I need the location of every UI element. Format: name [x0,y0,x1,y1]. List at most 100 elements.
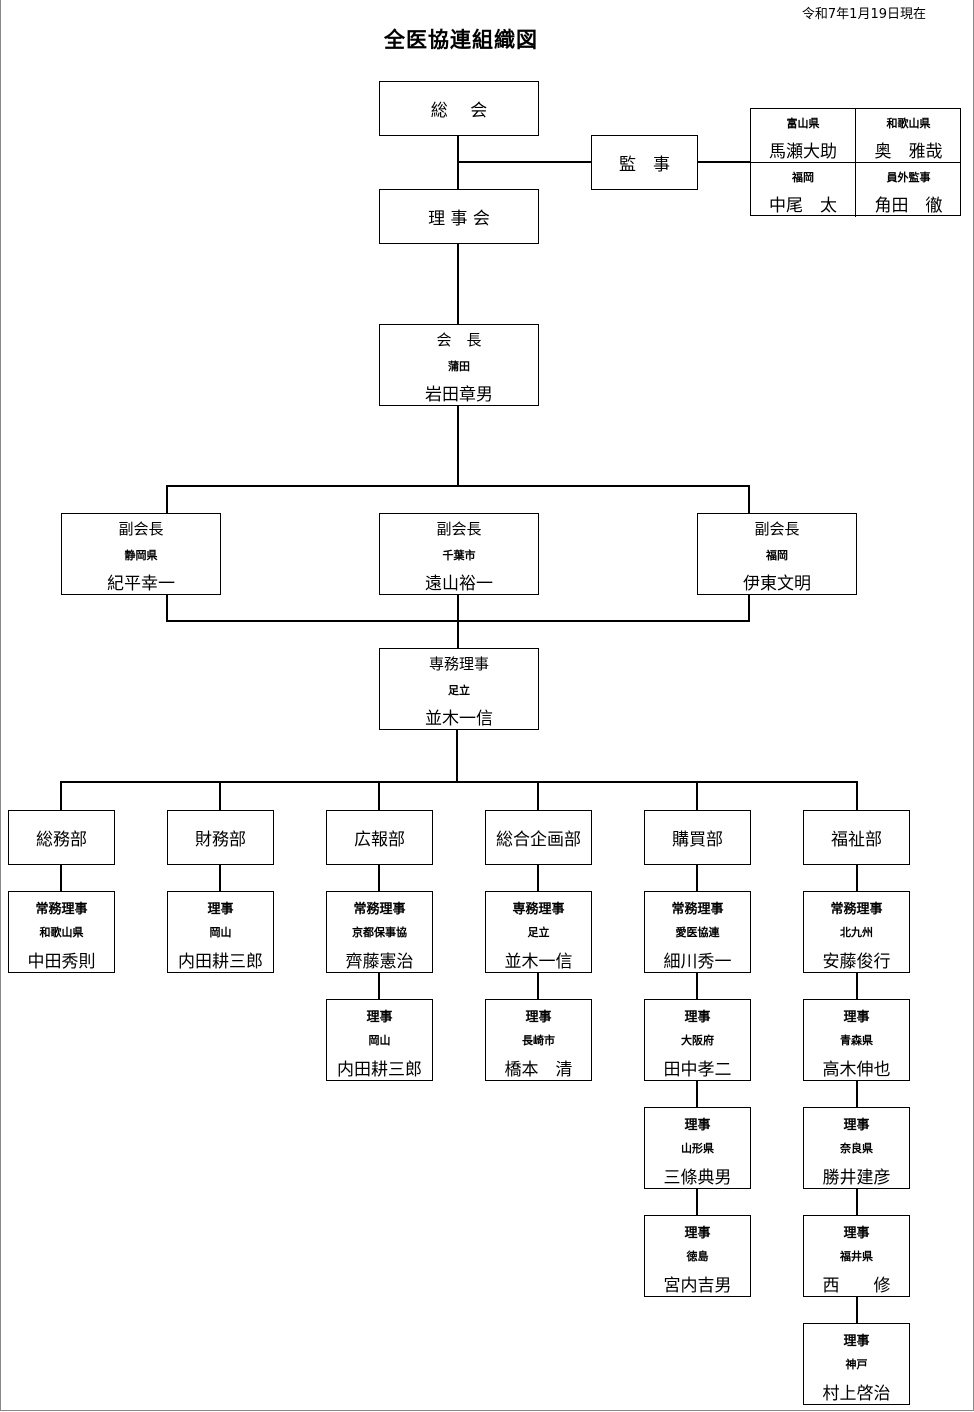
prefecture-label: 青森県 [840,1034,873,1047]
role-label: 理事 [843,1226,870,1241]
person-name: 中田秀則 [27,952,96,972]
role-label: 理事 [843,1118,870,1133]
person-name: 西 修 [822,1276,891,1296]
auditor-member: 福岡 中尾 太 [751,163,856,217]
prefecture-label: 長崎市 [522,1034,555,1047]
connector-line [856,781,858,810]
role-label: 常務理事 [671,902,724,917]
role-label: 理事 [684,1226,711,1241]
prefecture-label: 足立 [448,684,470,697]
department-name: 総務部 [36,830,87,850]
person-name: 田中孝二 [663,1060,732,1080]
auditor-pref: 員外監事 [886,171,931,184]
auditor-pref: 富山県 [786,117,820,130]
member-box: 理事 岡山 内田耕三郎 [167,891,274,973]
department-box: 総務部 [8,810,115,865]
person-name: 宮内吉男 [663,1276,732,1296]
department-name: 購買部 [672,830,723,850]
department-name: 財務部 [195,830,246,850]
general-meeting-label: 総 会 [430,101,488,121]
department-name: 総合企画部 [496,830,581,850]
role-label: 常務理事 [353,902,406,917]
auditor-member: 富山県 馬瀬大助 [751,109,856,163]
department-box: 財務部 [167,810,274,865]
board-box: 理 事 会 [379,189,539,244]
person-name: 伊東文明 [743,574,811,594]
person-name: 内田耕三郎 [337,1060,422,1080]
member-box: 理事 徳島 宮内吉男 [644,1215,751,1297]
role-label: 理事 [843,1010,870,1025]
connector-line [748,485,750,513]
member-box: 理事 大阪府 田中孝二 [644,999,751,1081]
person-name: 齊藤憲治 [345,952,414,972]
prefecture-label: 神戸 [845,1358,868,1371]
role-label: 理事 [684,1010,711,1025]
member-box: 常務理事 愛医協連 細川秀一 [644,891,751,973]
connector-line [696,781,698,810]
member-box: 理事 山形県 三條典男 [644,1107,751,1189]
connector-line [219,781,221,810]
connector-line [166,485,750,487]
prefecture-label: 徳島 [686,1250,709,1263]
department-box: 総合企画部 [485,810,592,865]
general-meeting-box: 総 会 [379,81,539,136]
connector-line [219,864,221,891]
role-label: 会 長 [436,331,482,349]
person-name: 内田耕三郎 [178,952,263,972]
prefecture-label: 愛医協連 [675,926,720,939]
connector-line [166,594,168,621]
connector-line [457,594,459,648]
person-name: 勝井建彦 [822,1168,891,1188]
department-name: 福祉部 [831,830,882,850]
member-box: 理事 青森県 高木伸也 [803,999,910,1081]
vice-president-box: 副会長 福岡 伊東文明 [697,513,857,595]
connector-line [378,781,380,810]
connector-line [457,405,459,486]
member-box: 理事 奈良県 勝井建彦 [803,1107,910,1189]
member-box: 理事 長崎市 橋本 清 [485,999,592,1081]
connector-line [748,594,750,621]
member-box: 理事 福井県 西 修 [803,1215,910,1297]
page-title: 全医協連組織図 [384,28,538,52]
auditor-member: 員外監事 角田 徹 [856,163,961,217]
vice-president-box: 副会長 静岡県 紀平幸一 [61,513,221,595]
person-name: 安藤俊行 [822,952,891,972]
connector-line [697,161,751,163]
auditor-name: 奥 雅哉 [874,142,943,162]
auditor-member: 和歌山県 奥 雅哉 [856,109,961,163]
prefecture-label: 静岡県 [124,549,158,562]
connector-line [856,864,858,1324]
person-name: 橋本 清 [504,1060,573,1080]
department-box: 福祉部 [803,810,910,865]
person-name: 三條典男 [663,1168,732,1188]
prefecture-label: 福岡 [766,549,788,562]
prefecture-label: 北九州 [840,926,873,939]
role-label: 理事 [843,1334,870,1349]
role-label: 常務理事 [35,902,88,917]
member-box: 常務理事 京都保事協 齊藤憲治 [326,891,433,973]
role-label: 理事 [366,1010,393,1025]
department-box: 広報部 [326,810,433,865]
auditor-name: 角田 徹 [874,196,943,216]
department-name: 広報部 [354,830,405,850]
department-box: 購買部 [644,810,751,865]
role-label: 理事 [525,1010,552,1025]
president-box: 会 長 蒲田 岩田章男 [379,324,539,406]
prefecture-label: 福井県 [840,1250,873,1263]
prefecture-label: 足立 [527,926,550,939]
vice-president-box: 副会長 千葉市 遠山裕一 [379,513,539,595]
prefecture-label: 奈良県 [840,1142,873,1155]
role-label: 副会長 [118,520,164,538]
prefecture-label: 岡山 [209,926,232,939]
prefecture-label: 岡山 [368,1034,391,1047]
prefecture-label: 山形県 [681,1142,714,1155]
role-label: 副会長 [754,520,800,538]
role-label: 専務理事 [428,655,489,673]
role-label: 理事 [207,902,234,917]
connector-line [60,864,62,891]
auditor-members-grid: 富山県 馬瀬大助 和歌山県 奥 雅哉 福岡 中尾 太 員外監事 角田 徹 [750,108,961,217]
role-label: 副会長 [436,520,482,538]
prefecture-label: 大阪府 [681,1034,714,1047]
connector-line [457,243,459,324]
person-name: 紀平幸一 [107,574,175,594]
